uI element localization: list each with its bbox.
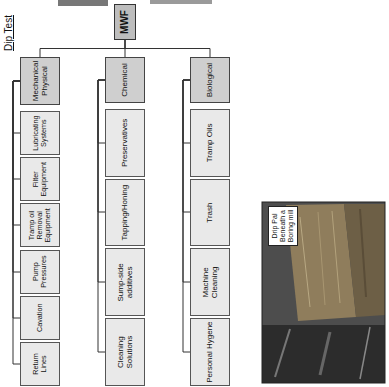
connector <box>13 81 20 318</box>
connector <box>183 80 190 282</box>
node-text: Lubricating Systems <box>32 114 49 152</box>
connector <box>98 80 105 212</box>
node-text: Trash <box>205 203 214 223</box>
node-text: Filter Equipment <box>32 160 49 198</box>
process-box: Cavation <box>20 296 60 340</box>
process-box: Filter Equipment <box>20 157 60 201</box>
node-text: Pump Pressures <box>32 253 49 291</box>
connector <box>98 80 105 352</box>
process-box: Cleaning Solutions <box>105 318 145 386</box>
process-box: Tramp oil Removal Equipment <box>20 203 60 247</box>
node-text: Cavation <box>36 304 44 332</box>
photo-callout: Drip Pal Beneath a Boring mill <box>268 206 298 246</box>
drip-pan-photo <box>262 202 385 383</box>
category-box: Mechanical Physical <box>20 57 60 105</box>
process-box: Lubricating Systems <box>20 111 60 155</box>
connector <box>13 81 20 364</box>
node-text: Chemical <box>120 63 129 96</box>
node-text: Personal Hygene <box>205 321 214 382</box>
scan-bar <box>58 0 108 6</box>
node-text: Return Lines <box>32 345 49 383</box>
node-text: Tapping/Honing <box>120 185 129 241</box>
diagram-title: Dip Test <box>3 15 14 51</box>
node-text: Mechanical Physical <box>31 60 49 102</box>
connector <box>13 81 20 179</box>
node-text: MWF <box>119 10 131 34</box>
connector <box>13 81 20 133</box>
process-box: Tapping/Honing <box>105 179 145 247</box>
category-box: Biological <box>190 57 230 103</box>
process-box: Sump-side additives <box>105 249 145 317</box>
process-box: Return Lines <box>20 342 60 386</box>
node-text: Cleaning Solutions <box>116 321 134 383</box>
node-text: Tramp Oils <box>205 123 214 162</box>
connector <box>13 81 20 225</box>
connector <box>40 40 125 57</box>
connector <box>183 80 190 352</box>
process-box: Personal Hygene <box>190 318 230 386</box>
connector <box>98 80 105 282</box>
process-box: Trash <box>190 179 230 247</box>
scan-bar <box>150 0 212 4</box>
connector <box>98 80 105 143</box>
process-box: Pump Pressures <box>20 250 60 294</box>
category-box: Chemical <box>105 57 145 103</box>
connector <box>13 81 20 272</box>
node-text: Tramp oil Removal Equipment <box>28 206 53 244</box>
process-box: Tramp Oils <box>190 109 230 177</box>
connector <box>183 80 190 143</box>
process-box: Preservatives <box>105 109 145 177</box>
node-text: Drip Pal Beneath a Boring mill <box>271 209 295 243</box>
connector <box>183 80 190 212</box>
root-box: MWF <box>114 4 136 40</box>
process-box: Machine Cleaning <box>190 249 230 317</box>
node-text: Machine Cleaning <box>201 252 219 314</box>
node-text: Sump-side additives <box>116 252 134 314</box>
node-text: Biological <box>205 63 214 97</box>
connector <box>125 40 210 57</box>
node-text: Preservatives <box>120 119 129 167</box>
